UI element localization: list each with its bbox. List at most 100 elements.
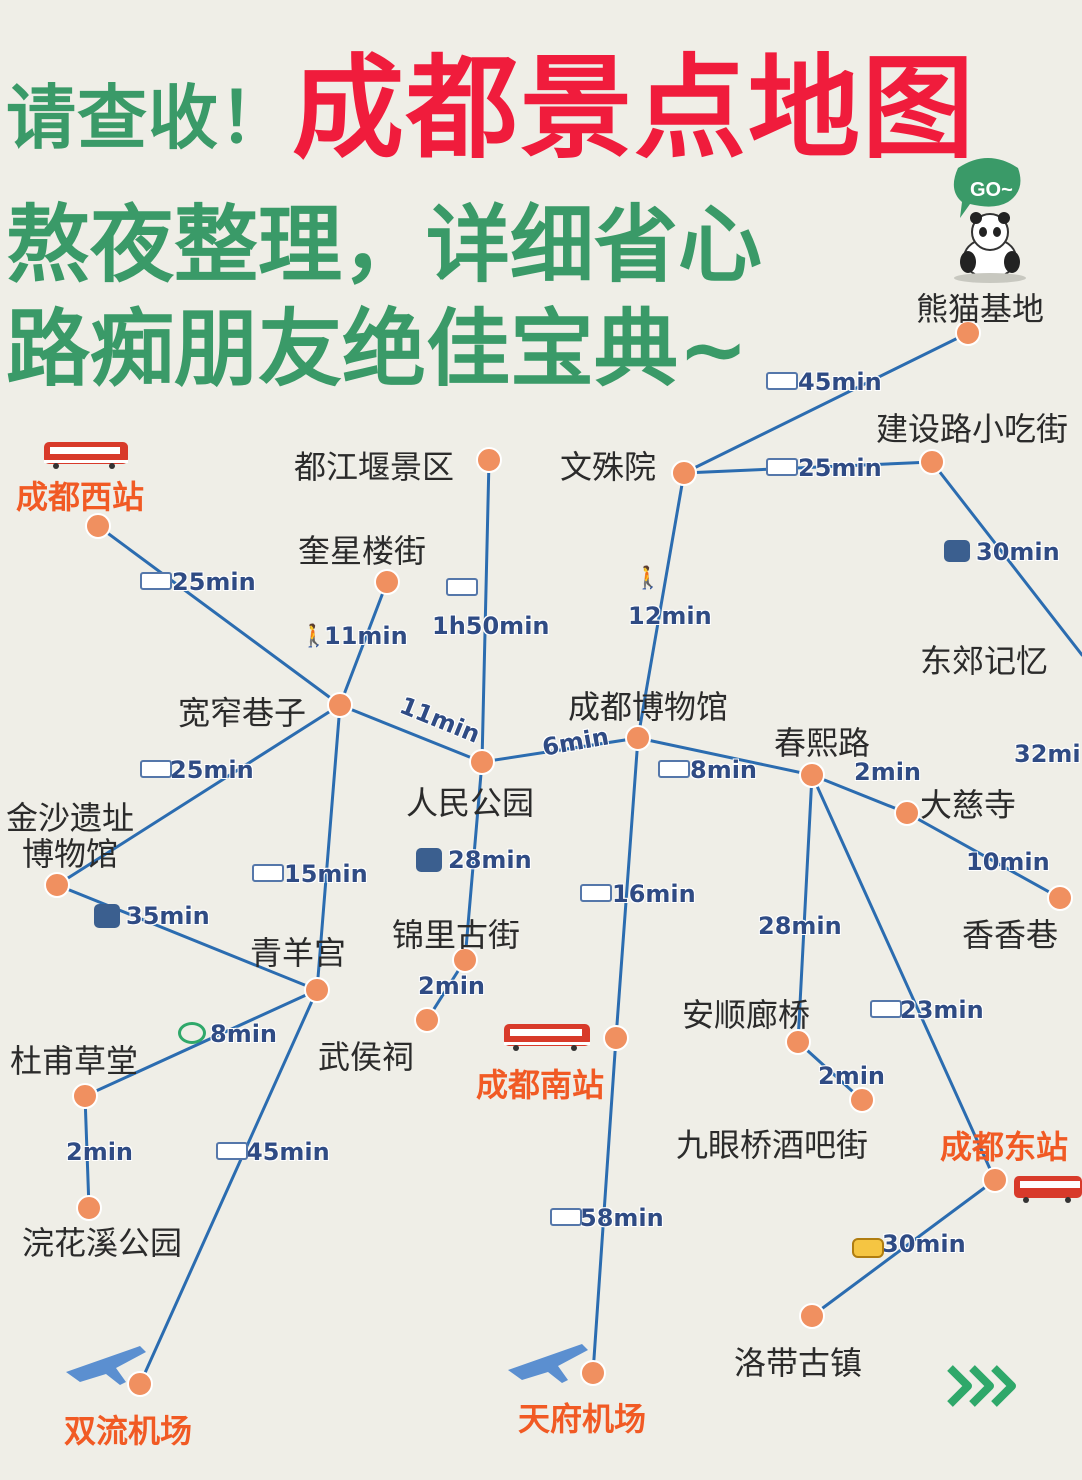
route-wenshu-museum	[636, 471, 686, 740]
duration-kuanzhai-jinsha: 25min	[170, 756, 254, 784]
train-icon	[766, 458, 798, 476]
node-dujiangyan	[476, 447, 502, 473]
route-east-luodai	[810, 1178, 997, 1318]
route-dujiangyan-renmin	[480, 458, 491, 764]
duration-west-kuanzhai: 25min	[172, 568, 256, 596]
duration-chunxi-east: 23min	[900, 996, 984, 1024]
train-icon	[580, 884, 612, 902]
bus-icon	[94, 904, 120, 928]
train-icon	[766, 372, 798, 390]
duration-wenshu-jianshe: 25min	[798, 454, 882, 482]
label-jiuyan: 九眼桥酒吧街	[676, 1126, 869, 1164]
label-jinli: 锦里古街	[392, 916, 521, 954]
route-dufu-huanhuaxi	[83, 1094, 91, 1210]
duration-jianshe-dongjiao: 30min	[976, 538, 1060, 566]
chevron-arrows-icon	[947, 1365, 1016, 1407]
label-panda-base: 熊猫基地	[916, 290, 1045, 328]
plane-icon	[508, 1344, 588, 1383]
duration-east-luodai: 30min	[882, 1230, 966, 1258]
go-badge-text: GO~	[970, 179, 1013, 201]
duration-museum-chunxi: 8min	[690, 756, 758, 784]
node-anshun	[785, 1029, 811, 1055]
duration-wenshu-museum: 12min	[628, 602, 712, 630]
label-tianfu: 天府机场	[518, 1400, 647, 1438]
node-huanhuaxi	[76, 1195, 102, 1221]
label-wuhou: 武侯祠	[318, 1038, 415, 1076]
label-qingyang: 青羊宫	[250, 934, 347, 972]
bus-icon	[416, 848, 442, 872]
duration-renmin-jinli: 28min	[448, 846, 532, 874]
node-xiangxiang	[1047, 885, 1073, 911]
label-west-station: 成都西站	[16, 478, 145, 516]
duration-chunxi-dacisi: 2min	[854, 758, 922, 786]
node-tianfu	[580, 1360, 606, 1386]
node-west-station	[85, 513, 111, 539]
route-museum-south	[614, 736, 640, 1040]
label-anshun: 安顺廊桥	[682, 996, 811, 1034]
route-kuanzhai-qingyang	[315, 703, 342, 992]
node-luodai	[799, 1303, 825, 1329]
node-qingyang	[304, 977, 330, 1003]
node-kuixing	[374, 569, 400, 595]
label-wenshu: 文殊院	[560, 448, 657, 486]
duration-dongjiao-xiangxiang: 32mi	[1014, 740, 1081, 768]
node-jiuyan	[849, 1087, 875, 1113]
duration-kuanzhai-qingyang: 15min	[284, 860, 368, 888]
train-icon	[550, 1208, 582, 1226]
header-prefix: 请查收！	[6, 77, 290, 159]
label-shuangliu: 双流机场	[64, 1412, 193, 1450]
route-jianshe-dongjiao	[930, 460, 1082, 657]
label-chunxi: 春熙路	[774, 724, 871, 762]
walk-icon: 🚶	[300, 624, 328, 649]
duration-museum-south: 16min	[612, 880, 696, 908]
route-qingyang-shuangliu	[138, 988, 319, 1386]
route-south-tianfu	[591, 1036, 618, 1375]
bike-icon	[178, 1022, 206, 1044]
duration-qingyang-dufu: 8min	[210, 1020, 278, 1048]
node-panda	[955, 320, 981, 346]
route-renmin-museum	[480, 736, 640, 764]
node-east-station	[982, 1167, 1008, 1193]
route-qingyang-dufu	[83, 988, 319, 1098]
train-icon	[870, 1000, 902, 1018]
label-jianshe-road: 建设路小吃街	[876, 410, 1069, 448]
duration-qingyang-shuangliu: 45min	[246, 1138, 330, 1166]
label-museum: 成都博物馆	[568, 688, 729, 726]
route-anshun-jiuyan	[796, 1040, 864, 1102]
label-kuixing: 奎星楼街	[298, 532, 427, 570]
label-xiangxiang: 香香巷	[962, 916, 1059, 954]
route-kuanzhai-jinsha	[55, 703, 342, 887]
taxi-icon	[852, 1238, 884, 1258]
duration-anshun-jiuyan: 2min	[818, 1062, 886, 1090]
label-south-station: 成都南站	[476, 1066, 605, 1104]
subtitle-line-2: 路痴朋友绝佳宝典~	[6, 300, 749, 398]
node-museum	[625, 725, 651, 751]
duration-dufu-huanhuaxi: 2min	[66, 1138, 134, 1166]
node-jianshe	[919, 449, 945, 475]
label-dufu: 杜甫草堂	[10, 1042, 139, 1080]
label-renmin: 人民公园	[406, 784, 535, 822]
route-kuanzhai-renmin	[338, 703, 484, 764]
map-title: 成都景点地图	[292, 44, 976, 174]
duration-panda-wenshu: 45min	[798, 368, 882, 396]
duration-south-tianfu: 58min	[580, 1204, 664, 1232]
train-icon	[446, 578, 478, 596]
duration-jinli-wuhou: 2min	[418, 972, 486, 1000]
duration-dujiangyan: 1h50min	[432, 612, 550, 640]
node-renmin	[469, 749, 495, 775]
route-chunxi-anshun	[796, 773, 814, 1044]
label-jinsha: 金沙遗址 博物馆	[6, 799, 135, 873]
train-icon	[252, 864, 284, 882]
route-jinsha-qingyang	[55, 883, 319, 992]
train-icon	[1014, 1176, 1082, 1203]
node-wuhou	[414, 1007, 440, 1033]
duration-jinsha-qingyang: 35min	[126, 902, 210, 930]
train-icon	[44, 442, 128, 469]
label-huanhuaxi: 浣花溪公园	[22, 1224, 183, 1262]
node-wenshu	[671, 460, 697, 486]
train-icon	[658, 760, 690, 778]
label-luodai: 洛带古镇	[734, 1344, 863, 1382]
duration-kuixing-kuanzhai: 11min	[324, 622, 408, 650]
label-east-station: 成都东站	[940, 1128, 1069, 1166]
